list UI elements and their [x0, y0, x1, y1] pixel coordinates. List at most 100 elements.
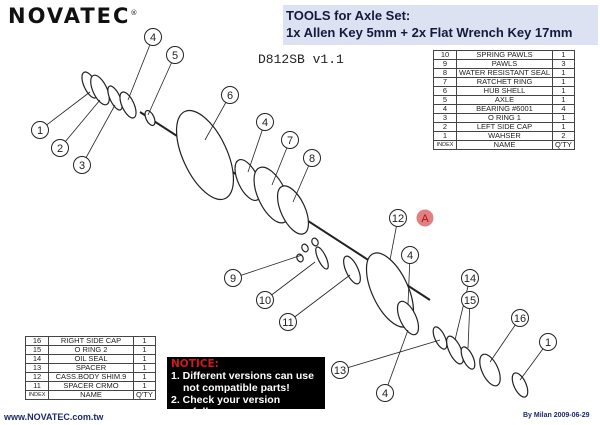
callout-circle: [416, 209, 434, 227]
callout-circle: [31, 121, 49, 139]
logo-text: NOVATEC: [8, 4, 131, 28]
spring-part: [315, 246, 329, 270]
left-side-cap-part: [90, 74, 110, 106]
callout-5: 5: [166, 46, 184, 64]
website-link[interactable]: www.NOVATEC.com.tw: [4, 412, 104, 422]
qty-cell: Q'TY: [552, 140, 575, 150]
callout-16: 16: [511, 309, 529, 327]
callout-4: 4: [401, 246, 419, 264]
o-ring-2-part: [460, 346, 476, 370]
index-cell: INDEX: [433, 140, 457, 150]
callout-12: 12: [389, 209, 407, 227]
bearing-part: [396, 300, 420, 336]
index-cell: 1: [433, 131, 457, 141]
callout-circle: [539, 333, 557, 351]
callout-9: 9: [224, 269, 242, 287]
callout-circle: [51, 139, 69, 157]
tools-line-2: 1x Allen Key 5mm + 2x Flat Wrench Key 17…: [286, 25, 573, 40]
callout-circle: [376, 384, 394, 402]
callout-circle: [256, 113, 274, 131]
callout-circle: [221, 86, 239, 104]
leader-line: [287, 274, 351, 323]
callout-circle: [331, 361, 349, 379]
callout-circle: [166, 46, 184, 64]
index-cell: 11: [25, 381, 49, 391]
callout-circle: [281, 131, 299, 149]
bearing-part: [119, 91, 137, 119]
hub-shell-part: [175, 109, 235, 201]
pawl-part: [311, 237, 319, 247]
callout-label: A: [421, 213, 429, 225]
callout-label: 4: [382, 388, 388, 400]
callout-label: 9: [230, 273, 236, 285]
callout-circle: [224, 269, 242, 287]
leader-line: [232, 254, 303, 279]
washer-part: [511, 372, 529, 398]
leader-line: [264, 261, 316, 301]
model-label: D812SB v1.1: [258, 52, 344, 67]
leader-line: [59, 99, 101, 149]
oil-seal-part: [446, 335, 464, 365]
callout-3: 3: [73, 156, 91, 174]
callout-circle: [303, 149, 321, 167]
axle-end-part: [144, 109, 156, 127]
callout-4: 4: [376, 384, 394, 402]
notice-line-1: 1. Different versions can use: [171, 370, 314, 382]
qty-cell: Q'TY: [133, 390, 156, 400]
callout-label: 11: [282, 317, 293, 329]
callout-label: 1: [37, 125, 43, 137]
callout-label: 2: [57, 143, 63, 155]
callout-circle: [389, 209, 407, 227]
callout-label: 8: [309, 153, 315, 165]
leader-line: [384, 329, 409, 394]
leader-line: [39, 91, 91, 131]
callout-label: 4: [407, 250, 413, 262]
callout-4: 4: [256, 113, 274, 131]
callout-circle: [73, 156, 91, 174]
callout-label: 15: [464, 295, 476, 307]
index-cell: INDEX: [25, 390, 49, 400]
callout-label: 12: [392, 213, 404, 225]
callout-label: 7: [287, 135, 293, 147]
callout-label: 14: [464, 273, 476, 285]
callout-15: 15: [461, 291, 479, 309]
tools-line-1: TOOLS for Axle Set:: [286, 8, 411, 23]
callout-label: 16: [514, 313, 526, 325]
callout-2: 2: [51, 139, 69, 157]
callout-circle: [461, 269, 479, 287]
callout-7: 7: [281, 131, 299, 149]
leader-line: [339, 339, 441, 371]
callout-14: 14: [461, 269, 479, 287]
callout-1: 1: [31, 121, 49, 139]
callout-circle: [279, 313, 297, 331]
name-cell: NAME: [48, 390, 134, 400]
leader-line: [454, 277, 471, 341]
notice-box: NOTICE: 1. Different versions can use no…: [167, 357, 325, 418]
pawl-part: [301, 243, 309, 253]
callout-11: 11: [279, 313, 297, 331]
callout-A: A: [416, 209, 434, 227]
callout-circle: [401, 246, 419, 264]
callout-circle: [256, 291, 274, 309]
callout-4: 4: [144, 28, 162, 46]
notice-line-3: 2. Check your version carefully.: [171, 394, 281, 418]
callout-label: 6: [227, 90, 233, 102]
right-side-cap-part: [479, 353, 501, 387]
callout-label: 4: [262, 117, 268, 129]
seal-part: [276, 185, 310, 235]
notice-title: NOTICE:: [171, 358, 219, 370]
callout-label: 5: [172, 50, 178, 62]
callout-10: 10: [256, 291, 274, 309]
callout-label: 3: [79, 160, 85, 172]
pawl-part: [296, 253, 304, 263]
callout-label: 13: [334, 365, 346, 377]
notice-line-2: not compatible parts!: [183, 382, 290, 394]
tools-box: TOOLS for Axle Set: 1x Allen Key 5mm + 2…: [283, 5, 598, 45]
callout-13: 13: [331, 361, 349, 379]
leader-line: [127, 36, 154, 101]
callout-label: 1: [545, 337, 551, 349]
